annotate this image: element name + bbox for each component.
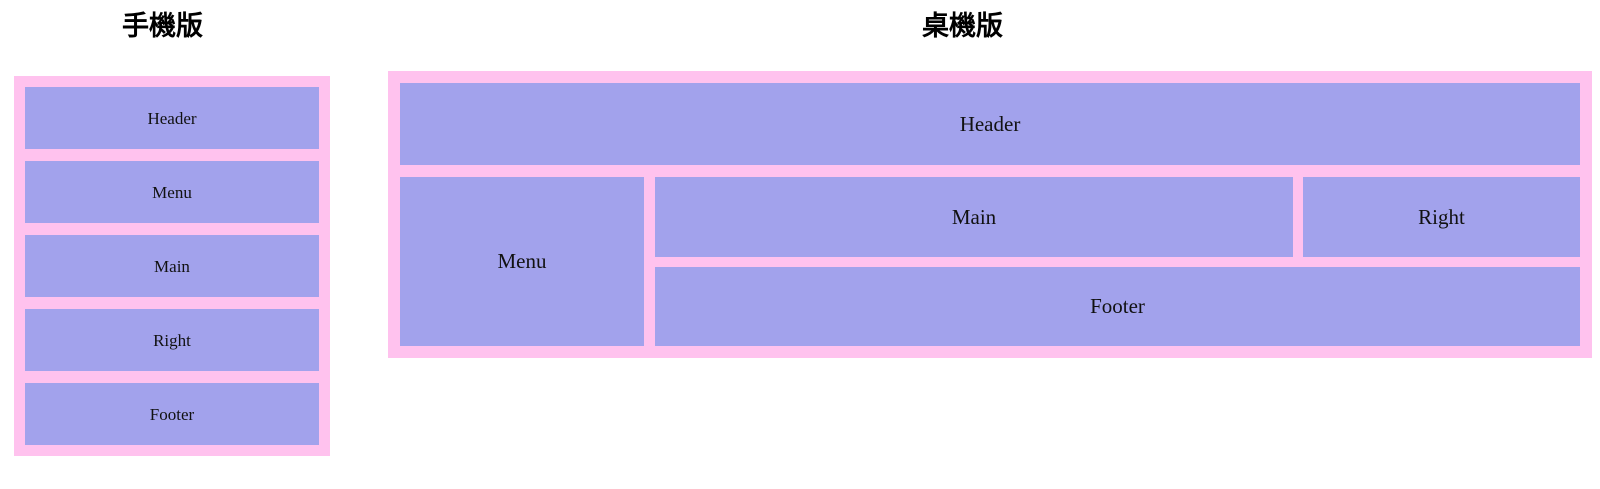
mobile-block-footer-label: Footer (149, 404, 195, 424)
desktop-block-menu: Menu (400, 177, 644, 346)
mobile-block-footer: Footer (25, 383, 319, 445)
desktop-block-right: Right (1303, 177, 1580, 257)
mobile-wireframe-container: Header Menu Main Right Footer (14, 76, 330, 456)
mobile-block-main-label: Main (154, 256, 190, 276)
desktop-block-main-label: Main (951, 204, 997, 229)
mobile-block-menu: Menu (25, 161, 319, 223)
mobile-block-right-label: Right (153, 330, 191, 350)
desktop-block-footer: Footer (655, 267, 1580, 346)
desktop-block-footer-label: Footer (1090, 294, 1145, 318)
desktop-block-header: Header (400, 83, 1580, 165)
mobile-block-menu-label: Menu (152, 182, 192, 202)
mobile-block-right: Right (25, 309, 319, 371)
mobile-section-title: 手機版 (122, 11, 203, 41)
desktop-section-title: 桌機版 (922, 11, 1003, 41)
desktop-block-right-label: Right (1418, 204, 1465, 229)
desktop-block-header-label: Header (959, 111, 1021, 136)
desktop-block-menu-label: Menu (497, 249, 547, 273)
desktop-block-main: Main (655, 177, 1293, 257)
mobile-block-header: Header (25, 87, 319, 149)
mobile-block-main: Main (25, 235, 319, 297)
mobile-block-header-label: Header (147, 108, 197, 128)
desktop-wireframe-container: Header Menu Main Right Footer (388, 71, 1592, 358)
